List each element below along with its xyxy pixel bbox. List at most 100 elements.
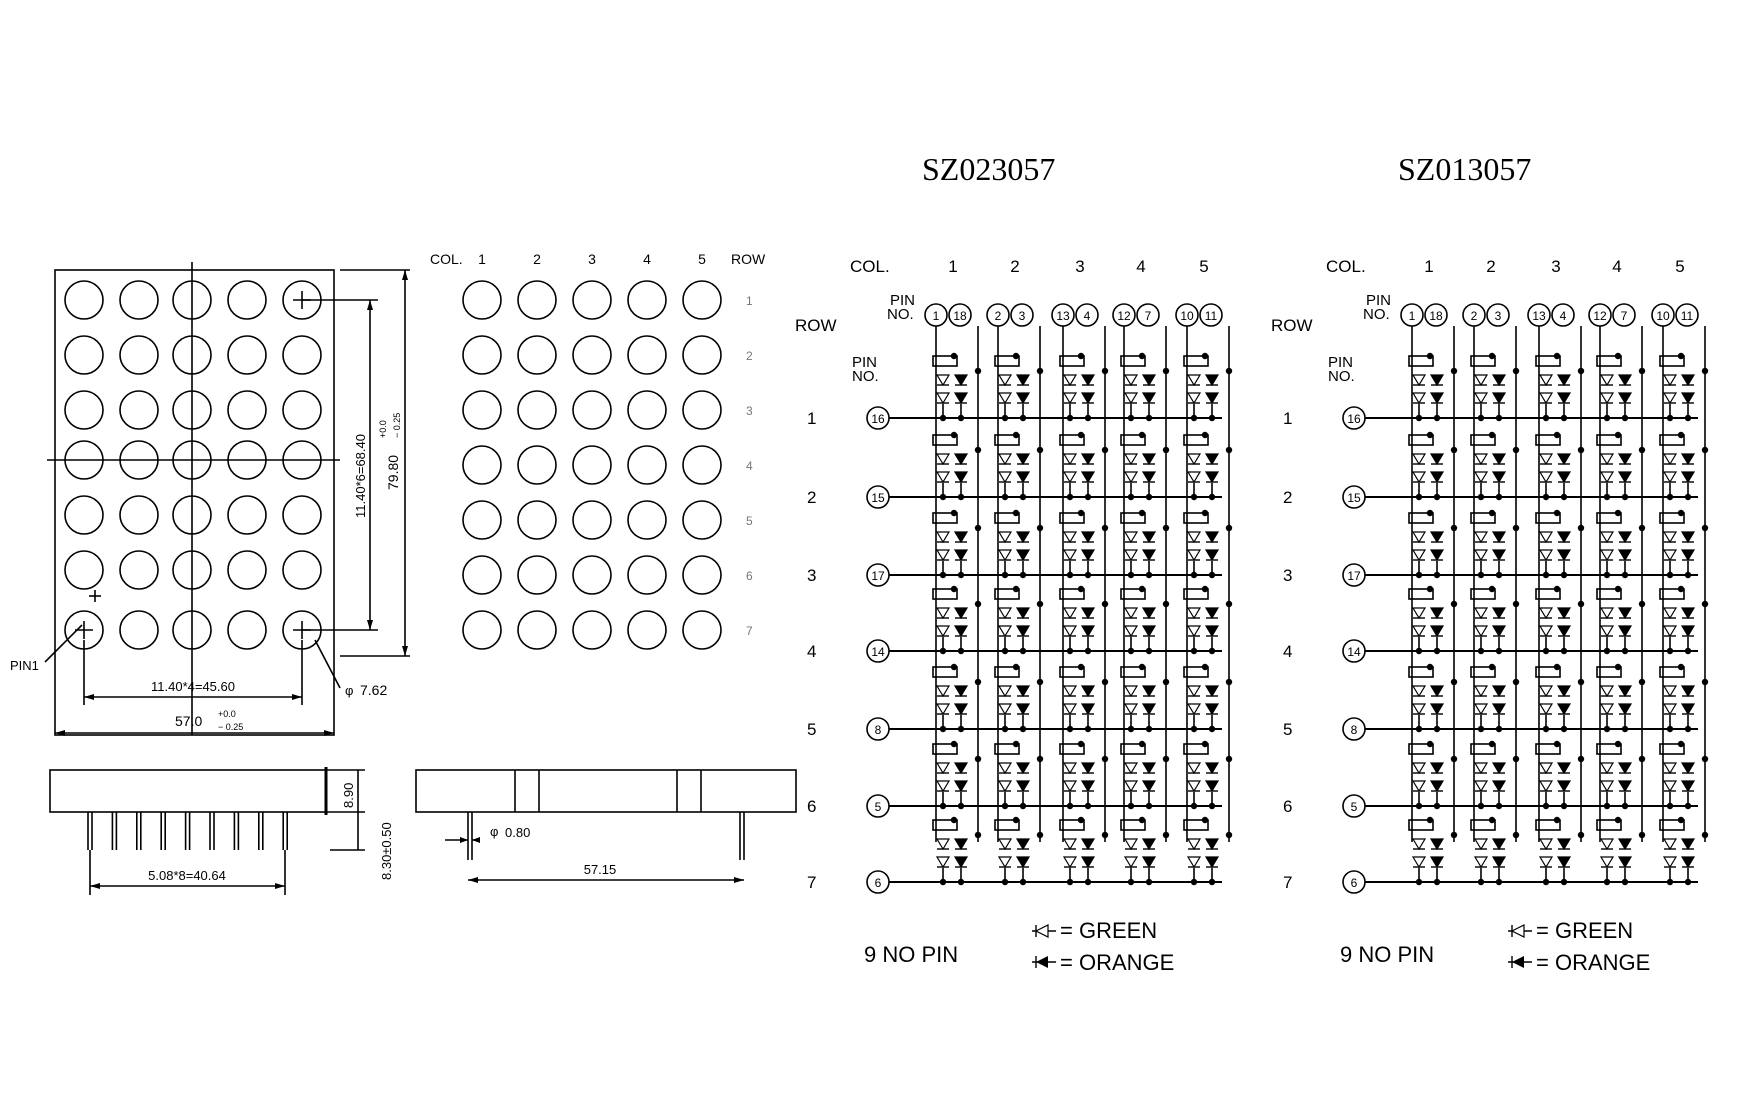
orange-led-symbol bbox=[1617, 838, 1633, 851]
green-led-symbol bbox=[935, 856, 951, 869]
pin-length-label: 8.30±0.50 bbox=[379, 822, 394, 880]
junction-dot bbox=[1701, 524, 1709, 532]
side-view-pins bbox=[87, 812, 289, 850]
cell-link bbox=[1408, 666, 1434, 678]
led-dot bbox=[119, 440, 159, 480]
row-number: 4 bbox=[807, 642, 816, 661]
junction-dot bbox=[1553, 740, 1561, 748]
junction-dot bbox=[1638, 600, 1646, 608]
led-dot bbox=[64, 280, 104, 320]
phi-symbol-1: φ bbox=[345, 683, 353, 698]
junction-dot bbox=[1677, 509, 1685, 517]
orange-led-symbol bbox=[1617, 549, 1633, 562]
orange-led-symbol bbox=[1429, 780, 1445, 793]
junction-dot bbox=[1036, 600, 1044, 608]
junction-dot bbox=[1138, 509, 1146, 517]
cell-link bbox=[1408, 434, 1434, 446]
green-led-symbol bbox=[1662, 856, 1678, 869]
column-number: 5 bbox=[1675, 257, 1684, 276]
orange-led-symbol bbox=[1080, 531, 1096, 544]
led-dot bbox=[517, 335, 557, 375]
orange-led-symbol bbox=[1141, 453, 1157, 466]
column-number: 1 bbox=[948, 257, 957, 276]
green-led-symbol bbox=[1186, 856, 1202, 869]
junction-dot bbox=[1077, 585, 1085, 593]
junction-dot bbox=[1684, 493, 1692, 501]
orange-led-symbol bbox=[1141, 392, 1157, 405]
junction-dot bbox=[1603, 802, 1611, 810]
column-pin-circle bbox=[1486, 303, 1510, 327]
green-led-symbol bbox=[1599, 703, 1615, 716]
junction-dot bbox=[1477, 493, 1485, 501]
column-number: 3 bbox=[1551, 257, 1560, 276]
orange-led-symbol bbox=[1429, 549, 1445, 562]
junction-dot bbox=[1701, 755, 1709, 763]
orange-led-symbol bbox=[1556, 780, 1572, 793]
junction-dot bbox=[1066, 414, 1074, 422]
pin-dia-dimension bbox=[445, 837, 480, 843]
junction-dot bbox=[1621, 493, 1629, 501]
green-led-symbol bbox=[1411, 392, 1427, 405]
junction-dot bbox=[950, 740, 958, 748]
cell-link bbox=[1408, 355, 1434, 367]
green-led-symbol bbox=[1473, 392, 1489, 405]
front-col-number: 5 bbox=[698, 251, 706, 267]
green-led-symbol bbox=[1538, 549, 1554, 562]
orange-led-symbol bbox=[1080, 471, 1096, 484]
junction-dot bbox=[1495, 802, 1503, 810]
orange-led-symbol bbox=[1204, 685, 1220, 698]
junction-dot bbox=[1066, 647, 1074, 655]
cell-link bbox=[1596, 666, 1622, 678]
orange-led-symbol bbox=[1141, 780, 1157, 793]
cell-link bbox=[932, 819, 958, 831]
no-pin-note: 9 NO PIN bbox=[1340, 942, 1434, 967]
green-led-symbol bbox=[1062, 531, 1078, 544]
junction-dot bbox=[1638, 367, 1646, 375]
orange-led-symbol bbox=[1204, 531, 1220, 544]
junction-dot bbox=[1684, 878, 1692, 886]
orange-led-symbol bbox=[1429, 838, 1445, 851]
junction-dot bbox=[957, 647, 965, 655]
cell-link bbox=[1535, 666, 1561, 678]
junction-dot bbox=[1084, 725, 1092, 733]
orange-led-symbol bbox=[1556, 838, 1572, 851]
junction-dot bbox=[1162, 600, 1170, 608]
orange-led-symbol bbox=[1680, 392, 1696, 405]
junction-dot bbox=[1101, 367, 1109, 375]
orange-led-symbol bbox=[953, 780, 969, 793]
junction-dot bbox=[1201, 431, 1209, 439]
green-led-symbol bbox=[1186, 685, 1202, 698]
junction-dot bbox=[1450, 600, 1458, 608]
junction-dot bbox=[1012, 431, 1020, 439]
junction-dot bbox=[1542, 571, 1550, 579]
row-pin-number: 8 bbox=[875, 723, 882, 737]
orange-led-symbol bbox=[1680, 685, 1696, 698]
orange-led-symbol bbox=[1080, 392, 1096, 405]
cell-link bbox=[1535, 588, 1561, 600]
junction-dot bbox=[1577, 678, 1585, 686]
cell-link bbox=[1183, 588, 1209, 600]
junction-dot bbox=[1127, 725, 1135, 733]
junction-dot bbox=[1621, 725, 1629, 733]
green-led-symbol bbox=[1662, 471, 1678, 484]
orange-led-symbol bbox=[1617, 762, 1633, 775]
orange-led-symbol bbox=[953, 838, 969, 851]
orange-led-symbol bbox=[1556, 607, 1572, 620]
orange-led-symbol bbox=[1556, 703, 1572, 716]
led-dot bbox=[517, 500, 557, 540]
green-led-symbol bbox=[1662, 531, 1678, 544]
green-led-symbol bbox=[1411, 607, 1427, 620]
cell-link bbox=[1535, 819, 1561, 831]
cell-link bbox=[932, 355, 958, 367]
pin-header: NO. bbox=[852, 368, 879, 385]
row-number: 2 bbox=[807, 488, 816, 507]
pin-dia-label: 0.80 bbox=[505, 825, 530, 840]
green-led-symbol bbox=[1538, 471, 1554, 484]
green-led-symbol bbox=[1538, 856, 1554, 869]
led-dot bbox=[572, 555, 612, 595]
green-led-symbol bbox=[997, 531, 1013, 544]
dot-dia-label: 7.62 bbox=[360, 682, 387, 698]
green-led-symbol bbox=[1473, 685, 1489, 698]
junction-dot bbox=[1162, 678, 1170, 686]
